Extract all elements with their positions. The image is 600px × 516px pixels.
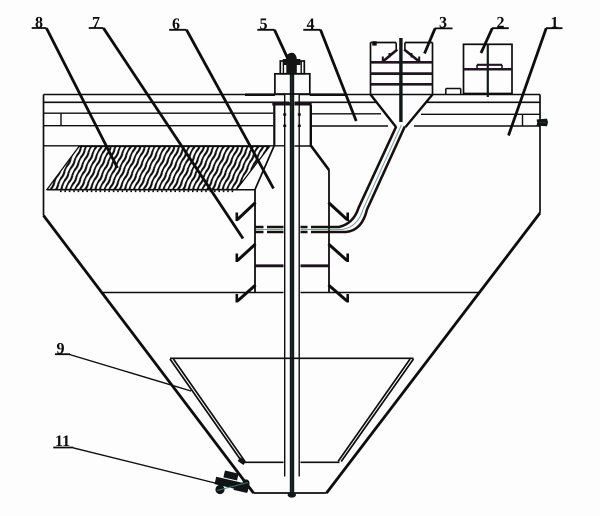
- svg-text:4: 4: [307, 16, 315, 33]
- svg-text:6: 6: [172, 16, 180, 33]
- svg-text:8: 8: [35, 14, 43, 31]
- svg-text:9: 9: [57, 341, 65, 358]
- svg-text:11: 11: [55, 433, 70, 450]
- svg-text:1: 1: [551, 14, 559, 31]
- svg-text:3: 3: [439, 15, 447, 32]
- svg-text:2: 2: [497, 14, 505, 31]
- svg-text:5: 5: [260, 16, 268, 33]
- svg-text:7: 7: [92, 14, 100, 31]
